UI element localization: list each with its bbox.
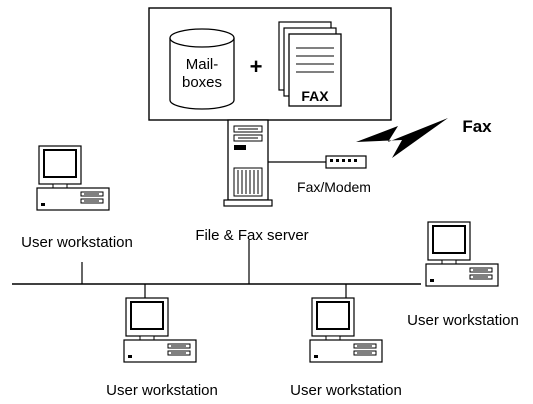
plus-sign: +	[250, 54, 263, 79]
workstation-top-left-icon	[36, 145, 110, 211]
lightning-bolt-icon	[356, 118, 448, 158]
file-fax-server-label: File & Fax server	[195, 227, 308, 244]
workstation-right-label: User workstation	[407, 312, 519, 329]
workstation-bottom-left-icon	[123, 297, 197, 363]
fax-documents-icon	[278, 21, 342, 107]
fax-modem-icon	[325, 155, 367, 169]
workstation-bottom-right-icon	[309, 297, 383, 363]
workstation-bottom-right-label: User workstation	[290, 382, 402, 399]
fax-label: Fax	[462, 117, 492, 136]
workstation-top-left-label: User workstation	[21, 234, 133, 251]
fax-document-label: FAX	[301, 88, 329, 104]
mailboxes-label-line1: Mail-	[186, 56, 219, 73]
fax-modem-label: Fax/Modem	[297, 179, 371, 195]
workstation-bottom-left-label: User workstation	[106, 382, 218, 399]
workstation-right-icon	[425, 221, 499, 287]
mailboxes-database-icon	[169, 28, 235, 110]
mailboxes-label-line2: boxes	[182, 74, 222, 91]
tower-server-icon	[223, 119, 273, 207]
